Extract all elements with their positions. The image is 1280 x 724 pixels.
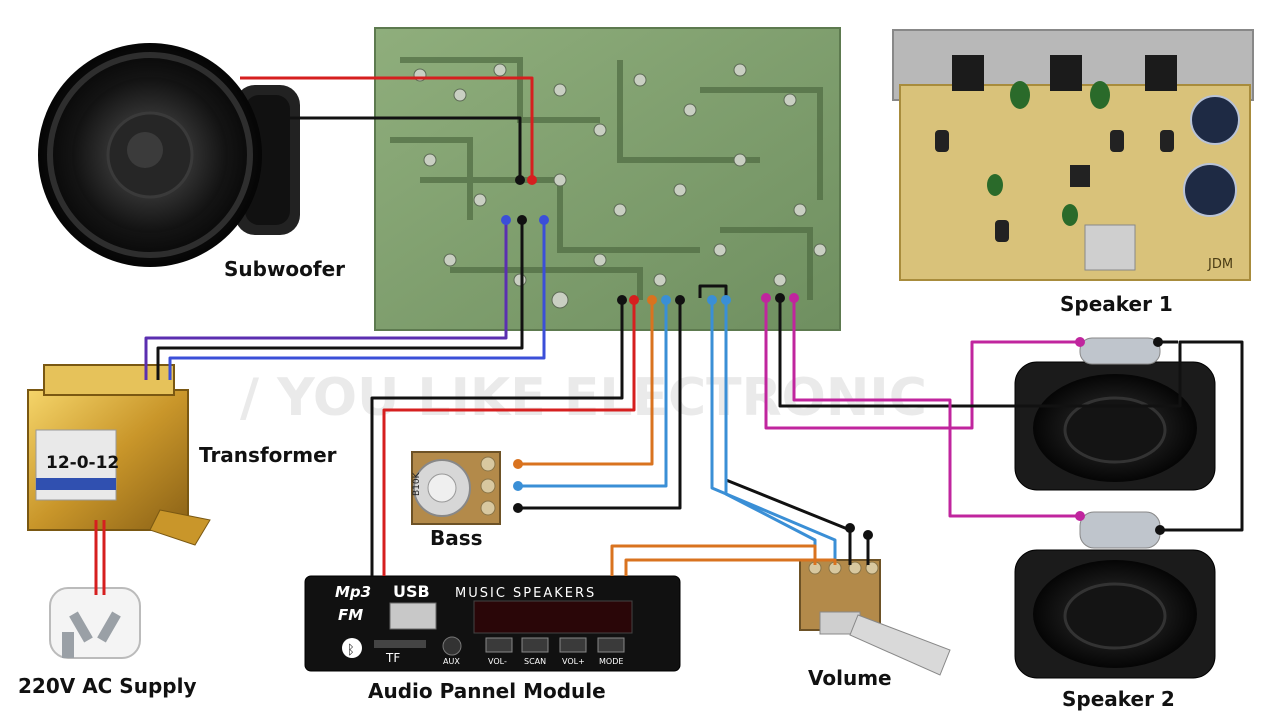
btn-vol-down[interactable] xyxy=(485,637,513,653)
bass-potentiometer: B10K xyxy=(411,451,501,525)
btn-scan[interactable] xyxy=(521,637,549,653)
wire-module-vcc xyxy=(382,300,636,576)
amplifier-pcb-top: JDM xyxy=(892,29,1254,281)
wire-spk-link xyxy=(778,298,1244,532)
mp3-logo-top: Mp3 xyxy=(335,583,371,601)
transformer: 12-0-12 xyxy=(27,364,211,546)
amplifier-pcb-bottom xyxy=(374,27,841,331)
wire-transformer-blue xyxy=(168,220,546,380)
speaker-1 xyxy=(1014,337,1216,491)
wire-transformer-black xyxy=(156,220,524,380)
btn-label-2: VOL+ xyxy=(562,657,585,666)
subwoofer xyxy=(38,43,300,267)
module-display xyxy=(473,600,633,634)
label-subwoofer: Subwoofer xyxy=(224,257,345,281)
wire-harness xyxy=(94,76,1244,595)
btn-mode[interactable] xyxy=(597,637,625,653)
module-title: MUSIC SPEAKERS xyxy=(455,586,596,601)
label-audio-module: Audio Pannel Module xyxy=(368,679,606,703)
wire-bass-black xyxy=(518,300,682,510)
wire-bass-blue xyxy=(518,300,668,488)
label-volume: Volume xyxy=(808,666,892,690)
wire-transformer-purple xyxy=(144,220,508,380)
usb-port[interactable] xyxy=(389,602,437,630)
usb-label: USB xyxy=(393,582,430,601)
wire-spk1-plus xyxy=(764,298,1080,430)
label-transformer: Transformer xyxy=(199,443,337,467)
wire-bass-orange xyxy=(518,300,654,466)
btn-vol-up[interactable] xyxy=(559,637,587,653)
aux-jack[interactable] xyxy=(442,636,462,656)
btn-label-1: SCAN xyxy=(524,657,546,666)
wire-module-gnd xyxy=(370,300,624,576)
label-bass: Bass xyxy=(430,526,483,550)
transformer-rating: 12-0-12 xyxy=(46,453,119,473)
pcb-brand: JDM xyxy=(1207,257,1233,272)
wire-terminals xyxy=(501,175,1165,540)
mp3-module: Mp3 FM USB MUSIC SPEAKERS TF ᛒ AUX VOL- … xyxy=(304,575,681,672)
volume-potentiometer xyxy=(799,559,951,676)
bluetooth-icon xyxy=(342,638,362,658)
speaker-2 xyxy=(1014,511,1216,679)
ac-plug xyxy=(49,587,141,659)
label-speaker-2: Speaker 2 xyxy=(1062,687,1175,711)
tf-label: TF xyxy=(385,651,400,665)
btn-label-3: MODE xyxy=(599,657,623,666)
label-supply: 220V AC Supply xyxy=(18,674,196,698)
wire-volume-orange-1 xyxy=(610,544,817,576)
label-speaker-1: Speaker 1 xyxy=(1060,292,1173,316)
wire-subwoofer-black xyxy=(258,116,522,180)
wire-subwoofer-red xyxy=(240,76,534,180)
mp3-logo-bottom: FM xyxy=(338,606,363,624)
aux-label: AUX xyxy=(443,657,460,666)
wire-volume-blue-1 xyxy=(710,300,837,565)
btn-label-0: VOL- xyxy=(488,657,507,666)
tf-slot[interactable] xyxy=(374,640,426,648)
pot-marking: B10K xyxy=(412,471,422,496)
wire-spk2-plus xyxy=(792,298,1080,518)
wire-volume-orange-2 xyxy=(624,558,837,576)
bluetooth-glyph: ᛒ xyxy=(347,643,355,658)
